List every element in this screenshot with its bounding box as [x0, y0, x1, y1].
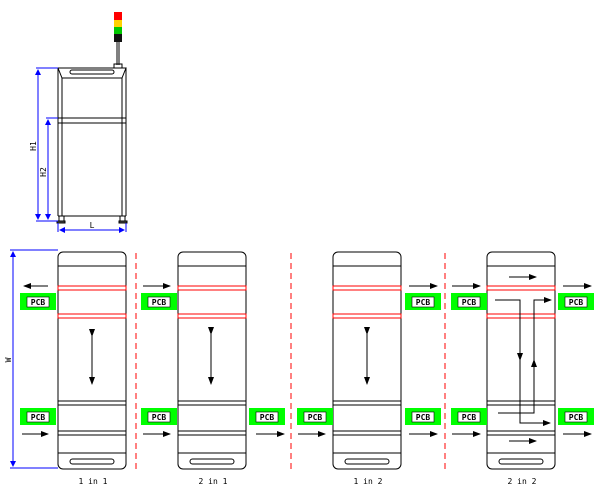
pcb-label-box: [564, 411, 588, 423]
pcb-label: PCB: [31, 413, 46, 422]
mode-2in1: PCB PCB PCB 2 in 1: [141, 251, 285, 486]
pcb-label: PCB: [462, 413, 477, 422]
mode-2in2: PCB PCB PCB PCB 2 in 2: [451, 251, 594, 486]
signal-tower: [113, 12, 123, 69]
conveyor-unit: [332, 251, 402, 470]
length-dimension-label: L: [90, 221, 95, 230]
side-view: H1 H2 L: [29, 12, 128, 233]
dimension-lines: [35, 67, 127, 233]
pcb-label-box: [457, 411, 481, 423]
mode-caption: 1 in 1: [79, 477, 108, 486]
pcb-label-box: [411, 296, 435, 308]
signal-light-black: [114, 34, 122, 42]
h2-dimension-label: H2: [39, 167, 48, 177]
routing-arrows: [495, 274, 552, 444]
pcb-label-box: [147, 296, 171, 308]
pcb-label-box: [26, 411, 50, 423]
pcb-label: PCB: [569, 298, 584, 307]
mode-caption: 1 in 2: [354, 477, 383, 486]
pcb-label-box: [147, 411, 171, 423]
pcb-label: PCB: [569, 413, 584, 422]
conveyor-unit: [57, 251, 127, 470]
pcb-label-box: [26, 296, 50, 308]
pcb-label: PCB: [462, 298, 477, 307]
pcb-label-box: [457, 296, 481, 308]
mode-1in1: PCB PCB 1 in 1: [20, 251, 127, 486]
signal-light-green: [114, 27, 122, 34]
signal-light-yellow: [114, 20, 122, 27]
pcb-label: PCB: [31, 298, 46, 307]
signal-light-red: [114, 12, 122, 20]
mode-caption: 2 in 2: [508, 477, 537, 486]
pcb-label: PCB: [152, 298, 167, 307]
pcb-label-box: [303, 411, 327, 423]
pcb-label: PCB: [152, 413, 167, 422]
mode-dividers: [135, 253, 446, 470]
pcb-label-box: [411, 411, 435, 423]
machine-frame: [56, 67, 128, 224]
conveyor-unit: [486, 251, 556, 470]
mode-caption: 2 in 1: [199, 477, 228, 486]
mode-1in2: PCB PCB PCB 1 in 2: [297, 251, 441, 486]
h1-dimension-label: H1: [29, 141, 38, 151]
pcb-label: PCB: [308, 413, 323, 422]
pcb-label: PCB: [416, 413, 431, 422]
width-dimension: [10, 249, 58, 469]
pcb-label-box: [564, 296, 588, 308]
pcb-label: PCB: [416, 298, 431, 307]
conveyor-unit: [177, 251, 247, 470]
width-dimension-label: W: [4, 357, 13, 362]
pcb-label: PCB: [260, 413, 275, 422]
pcb-label-box: [255, 411, 279, 423]
